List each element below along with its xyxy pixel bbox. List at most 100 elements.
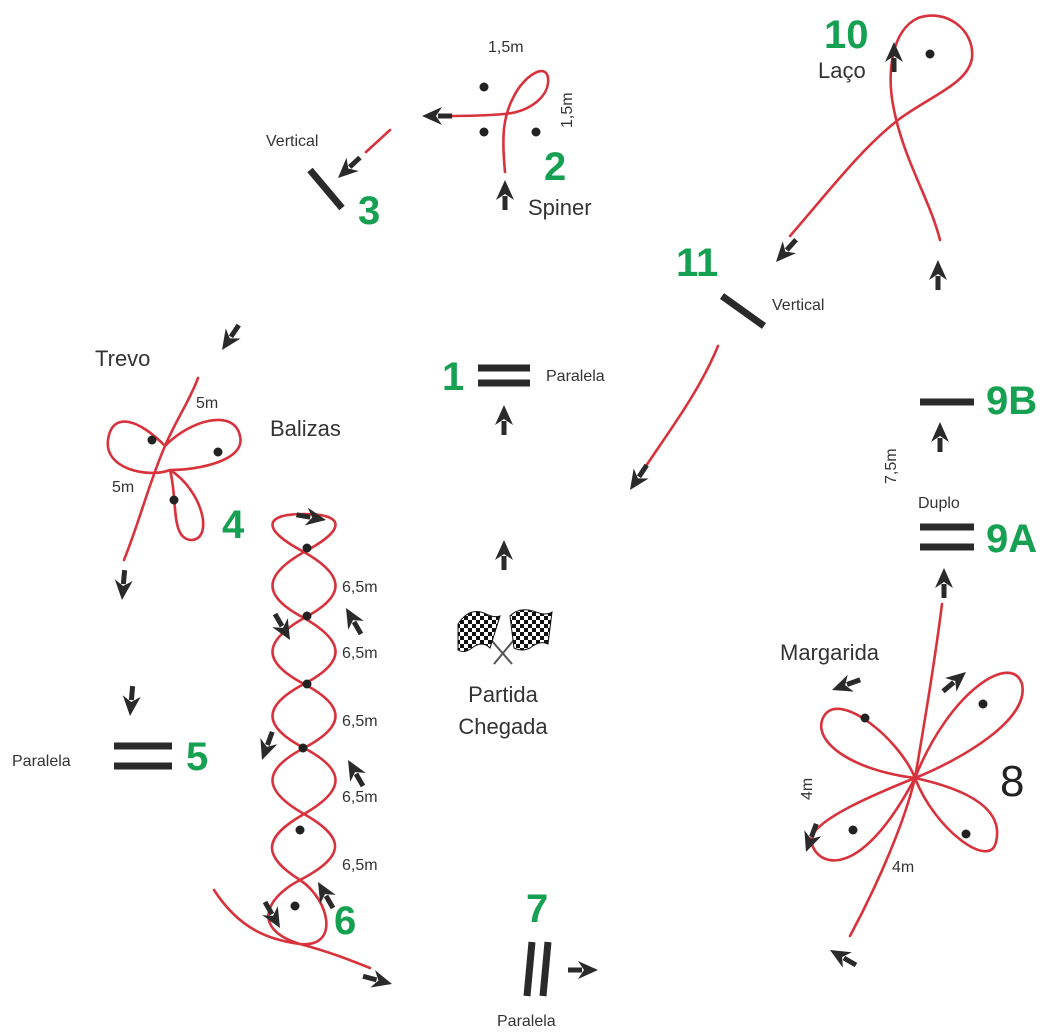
arrow-icon	[253, 728, 281, 764]
path-line	[443, 69, 550, 174]
arrow-icon	[294, 505, 328, 529]
obstacle-number: 4	[222, 503, 245, 547]
obstacle-5: Paralela 5	[12, 685, 208, 779]
path-line	[644, 344, 720, 468]
pole-marker	[848, 825, 858, 835]
obstacle-number: 10	[824, 13, 869, 57]
pole-marker	[479, 127, 489, 137]
obstacle-number: 11	[676, 241, 718, 285]
path-line	[810, 602, 1024, 938]
dimension-label: 6,5m	[342, 645, 378, 662]
obstacle-label: Spiner	[528, 195, 592, 220]
pole-marker	[961, 829, 971, 839]
dimension-label: 4m	[892, 859, 914, 876]
obstacle-2: 1,5m 1,5m 2 Spiner	[422, 39, 592, 220]
pole-marker	[302, 679, 312, 689]
arrow-icon	[121, 685, 142, 717]
arrow-icon	[340, 755, 371, 791]
dimension-label: 5m	[112, 479, 134, 496]
start-finish: Partida Chegada	[457, 540, 553, 739]
obstacle-label: Trevo	[95, 346, 150, 371]
obstacle-label: Balizas	[270, 416, 341, 441]
arrow-icon	[267, 609, 298, 645]
arrow-icon	[885, 42, 903, 72]
arrow-icon	[622, 460, 655, 496]
obstacle-number: 5	[186, 735, 208, 779]
obstacle-number: 7	[526, 887, 548, 931]
pole-marker	[302, 543, 312, 553]
arrow-icon	[828, 671, 864, 699]
obstacle-label: Laço	[818, 58, 866, 83]
obstacle-4: Trevo Balizas 5m 5m 4	[95, 320, 341, 601]
pole-marker	[298, 743, 308, 753]
obstacle-number: 3	[358, 189, 380, 233]
pole-marker	[147, 435, 157, 445]
obstacle-number: 9B	[986, 379, 1037, 423]
obstacle-11: 11 Vertical	[622, 241, 824, 496]
pole-marker	[295, 825, 305, 835]
gate-bar	[523, 941, 536, 997]
arrow-icon	[568, 961, 598, 979]
obstacle-1: 1 Paralela	[442, 355, 605, 435]
pole-marker	[169, 495, 179, 505]
obstacle-label: Duplo	[918, 495, 960, 512]
arrow-icon	[113, 569, 134, 601]
finish-label: Chegada	[458, 714, 548, 739]
obstacle-number: 1	[442, 355, 464, 399]
arrow-icon	[331, 150, 367, 185]
gate-bar	[719, 293, 767, 329]
arrow-icon	[338, 603, 369, 639]
pole-marker	[860, 713, 870, 723]
obstacle-label: Vertical	[772, 297, 824, 314]
arrow-icon	[769, 233, 803, 269]
dimension-label: 4m	[799, 778, 816, 800]
start-label: Partida	[468, 682, 538, 707]
pole-marker	[302, 611, 312, 621]
obstacle-number: 9A	[986, 517, 1037, 561]
obstacle-10: 10 Laço	[769, 13, 974, 290]
dimension-label: 6,5m	[342, 713, 378, 730]
obstacle-label: Paralela	[497, 1013, 556, 1030]
dimension-label: 6,5m	[342, 857, 378, 874]
pole-marker	[213, 447, 223, 457]
path-line	[106, 376, 242, 562]
dimension-label: 7,5m	[883, 448, 900, 484]
obstacle-number: 6	[334, 899, 356, 943]
arrow-icon	[495, 405, 513, 435]
obstacle-9a: Duplo 9A	[918, 495, 1037, 598]
obstacle-6: 6,5m 6,5m 6,5m 6,5m 6,5m 6	[212, 505, 395, 993]
arrow-icon	[214, 320, 247, 356]
dimension-label: 6,5m	[342, 579, 378, 596]
obstacle-9b: 9B 7,5m	[883, 379, 1037, 484]
obstacle-number: 2	[544, 145, 566, 189]
pole-marker	[531, 127, 541, 137]
dimension-label: 1,5m	[488, 39, 524, 56]
obstacle-8: Margarida 8 4m 4m	[780, 602, 1024, 973]
dimension-label: 5m	[196, 395, 218, 412]
obstacle-number: 8	[1000, 757, 1024, 806]
obstacle-label: Margarida	[780, 640, 880, 665]
gate-bar	[307, 167, 345, 211]
pole-marker	[925, 49, 935, 59]
pole-marker	[978, 699, 988, 709]
arrow-icon	[825, 942, 861, 973]
arrow-icon	[495, 540, 513, 570]
path-line	[364, 128, 392, 154]
arrow-icon	[931, 422, 949, 452]
obstacle-label: Paralela	[12, 753, 71, 770]
arrow-icon	[360, 967, 395, 993]
dimension-label: 6,5m	[342, 789, 378, 806]
arrow-icon	[496, 180, 514, 210]
arrow-icon	[929, 260, 947, 290]
path-line	[788, 14, 974, 242]
obstacle-label: Vertical	[266, 133, 318, 150]
pole-marker	[479, 82, 489, 92]
arrow-icon	[422, 107, 452, 125]
pole-marker	[290, 901, 300, 911]
obstacle-7: 7 Paralela	[497, 887, 598, 1030]
obstacle-3: Vertical 3	[266, 128, 392, 233]
obstacle-label: Paralela	[546, 368, 605, 385]
gate-bar	[539, 941, 552, 997]
arrow-icon	[937, 665, 972, 699]
